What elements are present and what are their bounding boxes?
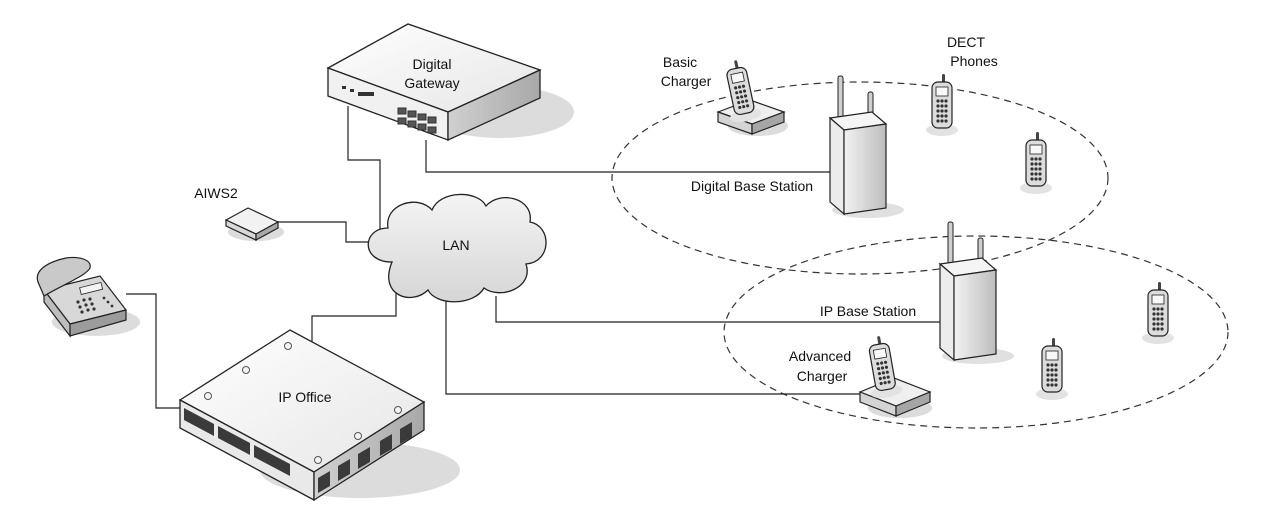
dect-phones: DECT Phones [925, 34, 1175, 401]
dect-handset-icon [925, 73, 959, 137]
dect-handset-icon [1141, 281, 1175, 345]
digital-coverage-zone [611, 81, 1109, 275]
ip-base-station: IP Base Station [820, 221, 1015, 365]
aiws2-device: AIWS2 [194, 185, 284, 242]
ip-base-station-label: IP Base Station [820, 303, 916, 319]
digital-gateway: Digital Gateway [326, 23, 574, 142]
digital-base-station: Digital Base Station [691, 75, 905, 219]
basic-charger-label-line1: Basic [663, 54, 697, 70]
connections [126, 106, 940, 409]
link-aiws2-lan [274, 221, 378, 243]
digital-base-station-icon [829, 75, 905, 219]
digital-base-station-label: Digital Base Station [691, 178, 813, 194]
ip-base-station-icon [939, 221, 1015, 365]
link-lan-ip-base [495, 296, 940, 323]
digital-gateway-label-line1: Digital [413, 56, 452, 72]
aiws2-label: AIWS2 [194, 185, 238, 201]
link-lan-ipoffice [311, 290, 397, 352]
desk-phone [36, 256, 140, 338]
dect-handset-icon [1035, 337, 1069, 401]
link-lan-advanced-charger [445, 300, 862, 395]
digital-gateway-label-line2: Gateway [404, 75, 459, 91]
ip-office: IP Office [178, 329, 460, 502]
dect-handset-icon [1019, 131, 1053, 195]
lan-cloud: LAN [367, 193, 547, 303]
lan-label: LAN [442, 237, 469, 253]
link-deskphone-ipoffice [126, 293, 182, 409]
ip-coverage-zone [723, 235, 1229, 429]
dect-phones-label-line1: DECT [947, 34, 986, 50]
link-gateway-digital-base [425, 140, 832, 173]
basic-charger: Basic Charger [661, 54, 788, 136]
basic-charger-label-line2: Charger [661, 73, 712, 89]
advanced-charger-label-line1: Advanced [789, 348, 851, 364]
dect-phones-label-line2: Phones [950, 53, 997, 69]
advanced-charger-label-line2: Charger [797, 368, 848, 384]
link-gateway-lan [347, 106, 381, 232]
advanced-charger: Advanced Charger [789, 333, 932, 418]
ip-office-label: IP Office [278, 389, 331, 405]
